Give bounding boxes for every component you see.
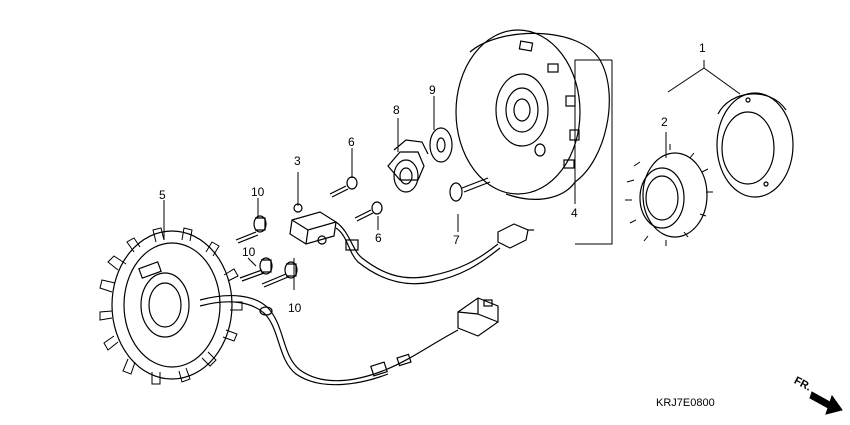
callout-8: 8 xyxy=(393,103,400,117)
flywheel-bolt xyxy=(449,177,491,202)
callout-6-upper: 6 xyxy=(348,135,355,149)
flywheel-washer xyxy=(429,127,453,163)
callout-2: 2 xyxy=(661,115,668,129)
pulse-generator-bolt-lower xyxy=(354,201,383,222)
pulse-generator-bolt-upper xyxy=(329,176,358,198)
callout-10-upper: 10 xyxy=(251,185,265,199)
front-direction-indicator: FR. xyxy=(792,375,843,415)
callout-1: 1 xyxy=(699,41,706,55)
flywheel-nut xyxy=(387,139,429,193)
diagram-code: KRJ7E0800 xyxy=(656,397,715,409)
callout-3: 3 xyxy=(294,154,301,168)
starter-clutch xyxy=(625,144,713,246)
stator-connector xyxy=(457,297,499,337)
bolt-middle xyxy=(239,257,273,282)
stator-assembly xyxy=(99,227,243,385)
callout-10-middle: 10 xyxy=(242,245,256,259)
pulse-generator xyxy=(289,203,337,245)
stator-wire-harness xyxy=(199,295,459,386)
callout-4: 4 xyxy=(571,206,578,220)
callout-7: 7 xyxy=(453,233,460,247)
callout-6-lower: 6 xyxy=(375,231,382,245)
bolt-upper xyxy=(235,215,267,244)
leader-lines xyxy=(163,59,741,290)
pulse-generator-wire xyxy=(335,221,534,285)
callout-9: 9 xyxy=(429,83,436,97)
callout-5: 5 xyxy=(159,188,166,202)
flywheel-rotor xyxy=(455,29,610,200)
bolt-lower xyxy=(261,261,298,288)
callout-10-lower: 10 xyxy=(288,301,302,315)
starter-clutch-outer xyxy=(716,92,794,198)
front-direction-label: FR. xyxy=(792,375,813,394)
front-direction-arrow-icon xyxy=(809,391,843,415)
